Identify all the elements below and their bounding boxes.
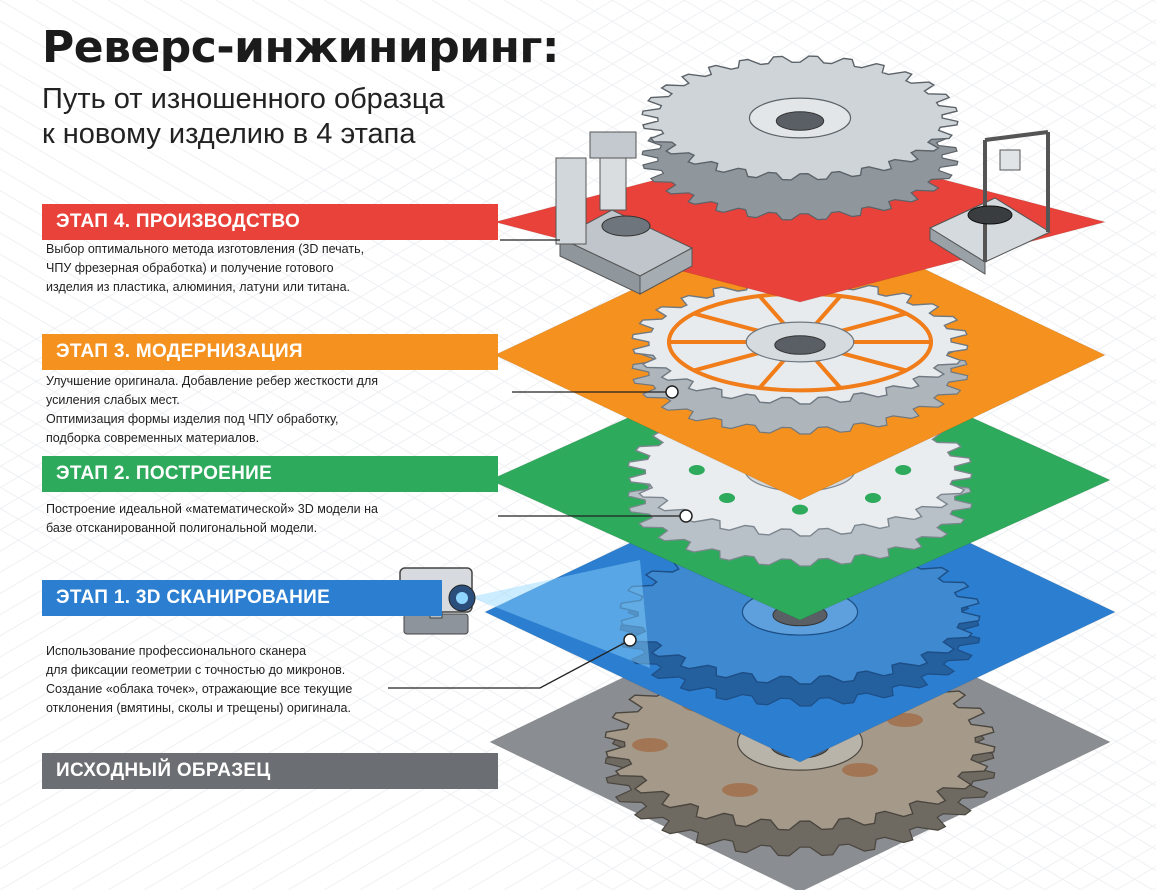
stage-2-description: Построение идеальной «математической» 3D… (46, 500, 378, 538)
page-subtitle: Путь от изношенного образца к новому изд… (42, 82, 602, 152)
stage-1-line: Использование профессионального сканера (46, 644, 307, 658)
gear-hole (864, 493, 881, 504)
stage-1-connector (388, 639, 631, 689)
rust-spot (842, 763, 878, 777)
stage-3-description: Улучшение оригинала. Добавление ребер же… (46, 372, 378, 448)
final-gear (641, 55, 959, 221)
stage-4-description: Выбор оптимального метода изготовления (… (46, 240, 364, 297)
gear-hole (792, 504, 808, 515)
rust-spot (632, 738, 668, 752)
stage-4-line: Выбор оптимального метода изготовления (… (46, 242, 365, 256)
stage-1-line: Создание «облака точек», отражающие все … (46, 682, 353, 696)
gear-bore (774, 335, 826, 355)
rust-spot (722, 783, 758, 797)
optimized-gear (631, 279, 969, 435)
stage-2-line: базе отсканированной полигональной модел… (46, 521, 318, 535)
subtitle-line-2: к новому изделию в 4 этапа (42, 118, 416, 150)
stage-4-label: ЭТАП 4. ПРОИЗВОДСТВО (42, 204, 498, 240)
stage-3-line: Улучшение оригинала. Добавление ребер же… (46, 374, 379, 388)
connector-lines (388, 239, 686, 689)
connector-dot (623, 633, 637, 647)
stage-1-label: ЭТАП 1. 3D СКАНИРОВАНИЕ (42, 580, 442, 616)
stage-3-line: Оптимизация формы изделия под ЧПУ обрабо… (46, 412, 339, 426)
source-sample-label: ИСХОДНЫЙ ОБРАЗЕЦ (42, 753, 498, 789)
rust-spot (887, 713, 923, 727)
scanner-beam (470, 560, 650, 668)
connector-dot (665, 385, 679, 399)
subtitle-line-1: Путь от изношенного образца (42, 83, 445, 115)
gear-hole (719, 493, 736, 504)
3d-printer-icon (928, 130, 1052, 275)
connector-dot (679, 509, 693, 523)
stage-3-line: подборка современных материалов. (46, 431, 260, 445)
cnc-machine-icon (555, 131, 694, 295)
stage-1-line: отклонения (вмятины, сколы и трещены) ор… (46, 701, 351, 715)
stage-2-label: ЭТАП 2. ПОСТРОЕНИЕ (42, 456, 498, 492)
stage-4-line: ЧПУ фрезерная обработка) и получение гот… (46, 261, 334, 275)
gear-bore (775, 111, 825, 131)
page-title: Реверс-инжиниринг: (42, 22, 560, 73)
stage-3-label: ЭТАП 3. МОДЕРНИЗАЦИЯ (42, 334, 498, 370)
stage-1-description: Использование профессионального сканера … (46, 642, 352, 718)
gear-hole (688, 465, 705, 475)
stage-1-line: для фиксации геометрии с точностью до ми… (46, 663, 346, 677)
stage-2-line: Построение идеальной «математической» 3D… (46, 502, 378, 516)
gear-hole (895, 465, 912, 475)
stage-4-line: изделия из пластика, алюминия, латуни ил… (46, 280, 350, 294)
stage-3-line: усиления слабых мест. (46, 393, 180, 407)
